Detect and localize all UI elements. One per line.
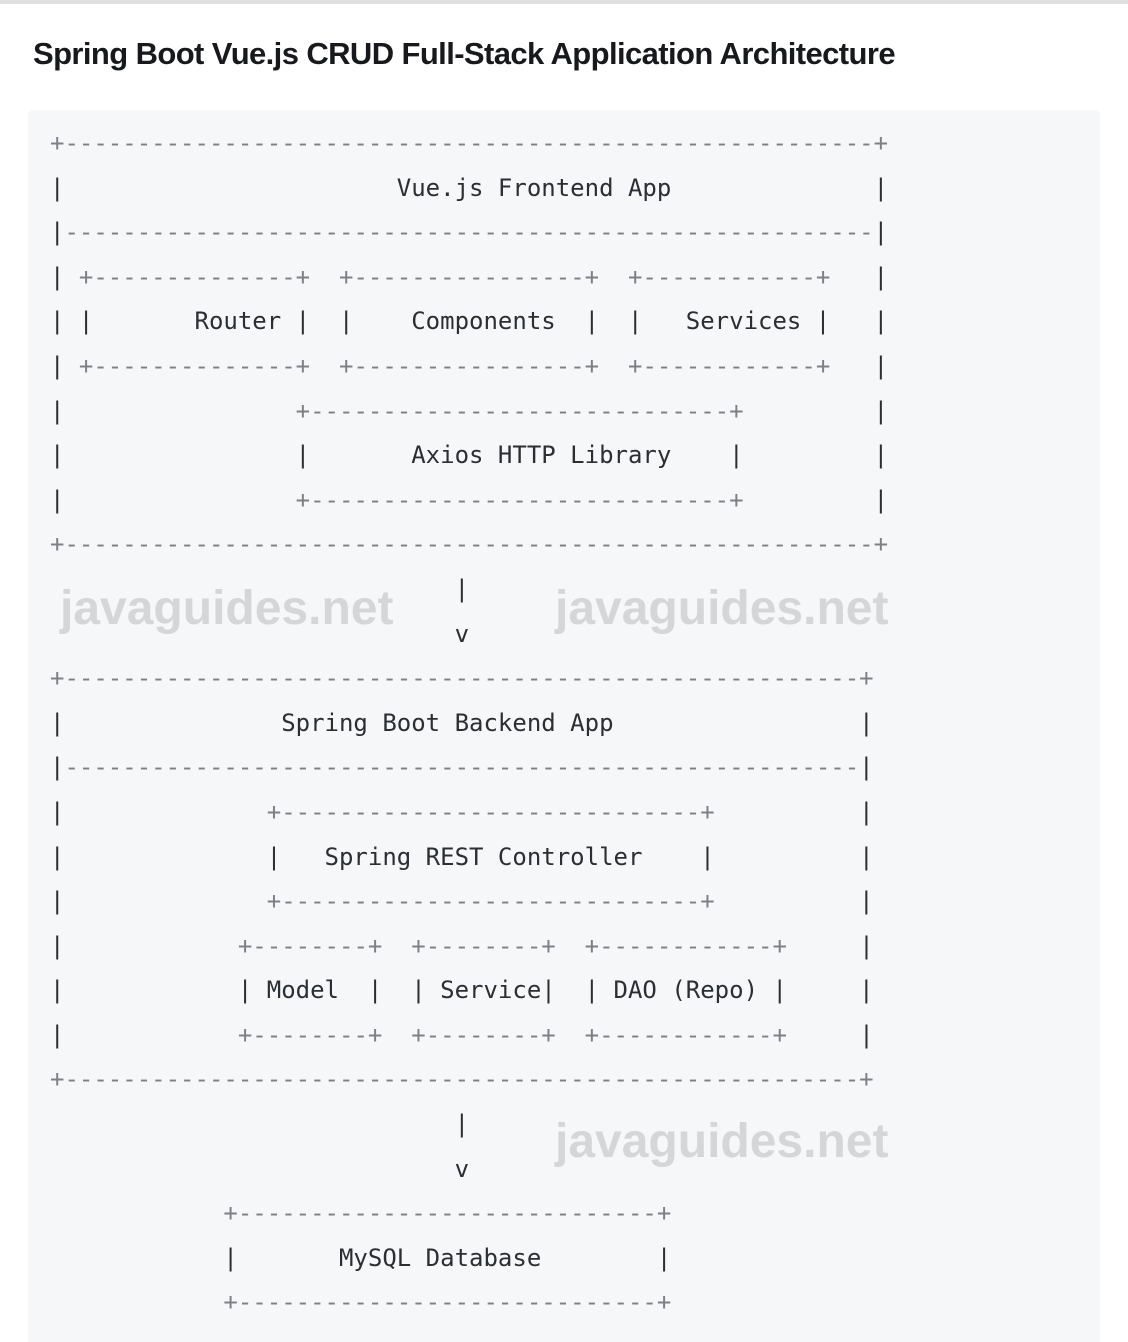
code-block: javaguides.net javaguides.net javaguides… <box>28 110 1100 1342</box>
watermark-javaguides: javaguides.net <box>555 582 889 635</box>
watermark-javaguides: javaguides.net <box>555 1115 889 1168</box>
page-title: Spring Boot Vue.js CRUD Full-Stack Appli… <box>33 36 896 71</box>
architecture-ascii-diagram: +---------------------------------------… <box>50 129 889 1317</box>
watermark-javaguides: javaguides.net <box>60 582 394 635</box>
top-border-strip <box>0 0 1128 4</box>
